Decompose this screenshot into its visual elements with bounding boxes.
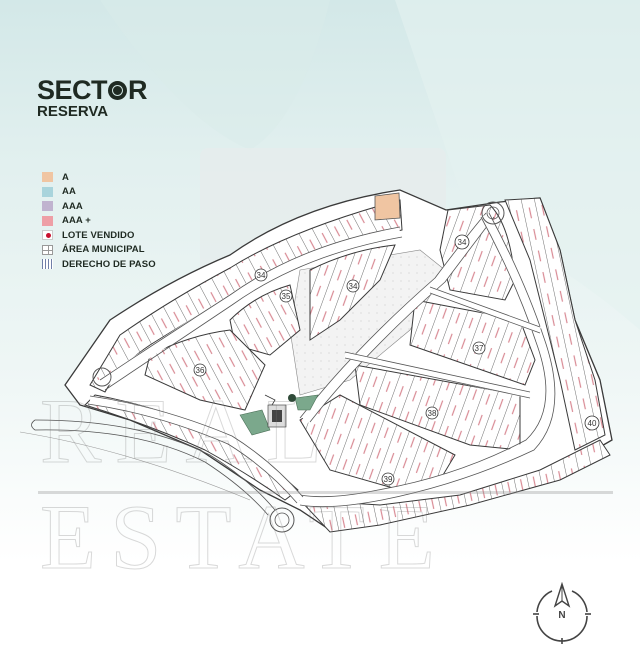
legend-item-aaa-plus: AAA + xyxy=(42,214,156,229)
category-aaa-swatch-icon xyxy=(42,201,53,212)
block-label-36[interactable]: 36 xyxy=(193,363,207,377)
block-label-38[interactable]: 38 xyxy=(425,406,439,420)
legend-item-a: A xyxy=(42,170,156,185)
block-label-34-center[interactable]: 34 xyxy=(346,279,360,293)
legend-label: AAA xyxy=(62,200,83,212)
svg-text:38: 38 xyxy=(428,409,437,418)
svg-text:34: 34 xyxy=(257,271,266,280)
right-of-way-hatch-icon xyxy=(42,259,53,270)
legend-item-right-of-way: DERECHO DE PASO xyxy=(42,257,156,272)
legend: A AA AAA AAA + LOTE VENDIDO ÁREA MUNICIP… xyxy=(42,170,156,272)
category-aa-swatch-icon xyxy=(42,186,53,197)
municipal-area-icon xyxy=(42,244,53,255)
block-label-39[interactable]: 39 xyxy=(381,472,395,486)
block-label-34-north[interactable]: 34 xyxy=(254,268,268,282)
title-text-end: R xyxy=(128,75,148,105)
block-labels: 34 34 34 35 36 37 38 39 xyxy=(193,234,600,486)
svg-text:36: 36 xyxy=(196,366,205,375)
block-label-37[interactable]: 37 xyxy=(472,341,486,355)
legend-label: A xyxy=(62,171,69,183)
block-label-35[interactable]: 35 xyxy=(279,289,293,303)
block-label-34-east[interactable]: 34 xyxy=(454,234,470,250)
sold-lot-dot-icon xyxy=(42,230,53,241)
sector-subtitle: RESERVA xyxy=(37,103,109,120)
svg-text:40: 40 xyxy=(588,419,597,428)
sector-title-block: SECT R RESERVA xyxy=(37,75,148,120)
legend-label: DERECHO DE PASO xyxy=(62,258,156,270)
block-label-40[interactable]: 40 xyxy=(584,415,600,431)
legend-item-sold: LOTE VENDIDO xyxy=(42,228,156,243)
legend-label: ÁREA MUNICIPAL xyxy=(62,244,145,256)
svg-text:39: 39 xyxy=(384,475,393,484)
watermark-underline xyxy=(38,491,613,494)
external-road xyxy=(19,419,276,516)
legend-label: AAA + xyxy=(62,215,91,227)
sector-title: SECT R xyxy=(37,75,148,105)
block-east-strip[interactable] xyxy=(504,197,606,451)
legend-label: LOTE VENDIDO xyxy=(62,229,135,241)
title-text-start: SECT xyxy=(37,75,108,105)
category-aaa-plus-swatch-icon xyxy=(42,215,53,226)
svg-text:N: N xyxy=(558,610,565,621)
park-amenity[interactable] xyxy=(239,394,319,436)
legend-label: AA xyxy=(62,186,76,198)
svg-text:34: 34 xyxy=(349,282,358,291)
svg-text:37: 37 xyxy=(475,344,484,353)
tree-logo-icon xyxy=(108,80,128,100)
block-south-east[interactable] xyxy=(298,439,611,533)
svg-text:35: 35 xyxy=(282,292,291,301)
category-a-swatch-icon xyxy=(42,172,53,183)
lot-category-a[interactable] xyxy=(374,192,401,221)
legend-item-aaa: AAA xyxy=(42,199,156,214)
roads xyxy=(87,201,556,533)
north-compass-icon: N xyxy=(533,582,591,644)
block-35[interactable] xyxy=(229,284,301,356)
legend-item-aa: AA xyxy=(42,185,156,200)
svg-text:34: 34 xyxy=(458,238,467,247)
legend-item-municipal: ÁREA MUNICIPAL xyxy=(42,243,156,258)
block-34-center[interactable] xyxy=(309,244,396,341)
